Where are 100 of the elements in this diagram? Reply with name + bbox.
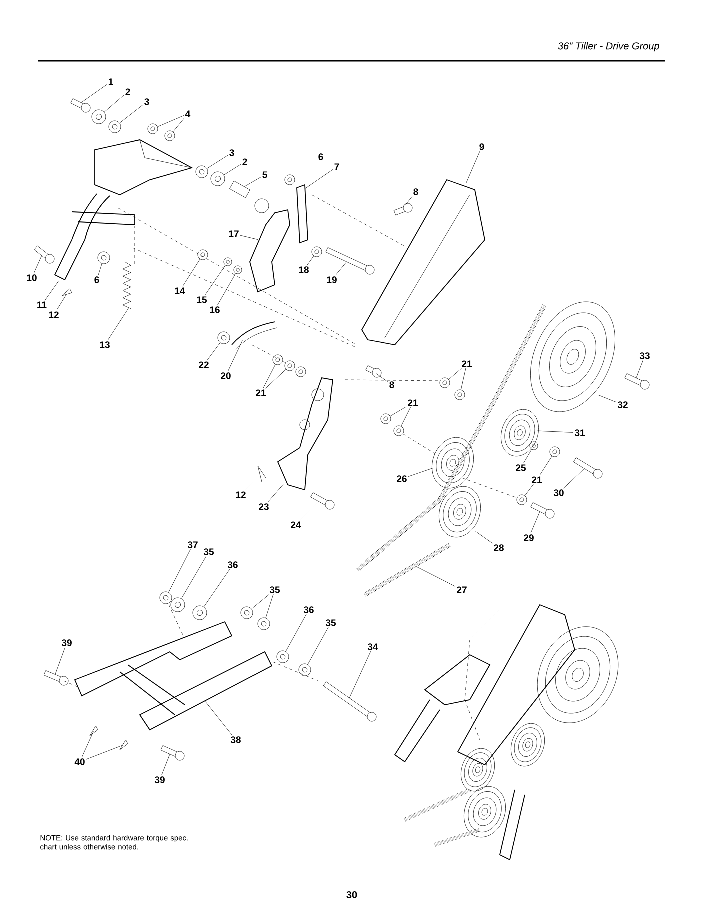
callout-number: 39 xyxy=(62,640,72,646)
washer xyxy=(196,166,208,178)
bolt xyxy=(366,366,382,378)
callout-number: 28 xyxy=(494,544,504,552)
washer xyxy=(380,414,392,424)
callout-number: 39 xyxy=(154,776,165,784)
callout-number: 7 xyxy=(334,164,340,170)
leader-line xyxy=(636,360,644,378)
leader-line xyxy=(207,155,228,169)
callout-number: 8 xyxy=(390,382,394,388)
bolt xyxy=(230,180,250,198)
assembly-line xyxy=(462,478,518,498)
callout-number: 3 xyxy=(230,150,234,156)
callout-number: 2 xyxy=(242,158,248,166)
callout-number: 30 xyxy=(554,490,564,496)
washer xyxy=(298,664,312,676)
callout-number: 14 xyxy=(175,288,186,294)
washer xyxy=(516,494,528,506)
callout-number: 1 xyxy=(108,78,114,86)
callout-number: 38 xyxy=(230,736,241,744)
leader-line xyxy=(244,177,262,187)
leader-line xyxy=(44,282,59,301)
pulley xyxy=(432,437,474,489)
bolt xyxy=(326,248,375,275)
callout-number: 16 xyxy=(210,306,220,314)
bolt xyxy=(160,746,185,761)
bolt xyxy=(70,98,91,113)
callout-number: 11 xyxy=(38,302,47,308)
leader-line xyxy=(460,368,466,390)
callout-number: 35 xyxy=(326,620,336,626)
callout-number: 3 xyxy=(144,98,150,106)
washer xyxy=(284,360,296,372)
callout-number: 31 xyxy=(574,430,585,436)
callout-number: 26 xyxy=(397,476,407,482)
leader-line xyxy=(82,732,94,758)
leader-line xyxy=(349,651,372,698)
callout-number: 35 xyxy=(270,586,280,594)
bolt xyxy=(44,670,69,686)
assembly-line xyxy=(64,680,80,688)
callout-number: 23 xyxy=(259,504,269,510)
assembly-line xyxy=(402,434,438,456)
leader-line xyxy=(416,566,456,587)
leader-line xyxy=(204,265,226,296)
washer xyxy=(164,130,176,142)
washer xyxy=(530,442,538,450)
leader-line xyxy=(404,196,413,207)
callout-number: 10 xyxy=(27,274,37,282)
leader-line xyxy=(266,369,286,389)
washer xyxy=(272,354,284,366)
cotter-pin xyxy=(62,288,72,296)
leader-line xyxy=(476,531,493,544)
washer xyxy=(440,378,450,388)
washer xyxy=(234,266,242,274)
leader-line xyxy=(390,406,407,417)
cotter-pin xyxy=(258,466,266,482)
leader-line xyxy=(217,273,236,306)
callout-number: 9 xyxy=(480,144,484,150)
leader-line xyxy=(98,264,102,276)
leader-line xyxy=(540,456,552,476)
leader-line xyxy=(524,484,534,496)
callout-number: 6 xyxy=(94,276,100,284)
bracket xyxy=(250,198,290,293)
callout-number: 21 xyxy=(408,400,418,406)
callout-number: 21 xyxy=(532,476,542,484)
leader-line xyxy=(205,702,233,736)
callout-number: 6 xyxy=(318,154,324,160)
leader-line xyxy=(286,614,307,652)
callout-number: 21 xyxy=(462,360,472,368)
callout-number: 27 xyxy=(457,586,467,594)
leader-line xyxy=(598,395,617,403)
pulley xyxy=(530,302,616,412)
callout-number: 19 xyxy=(327,276,337,284)
spring xyxy=(122,262,132,309)
leader-line xyxy=(207,342,220,361)
leader-line xyxy=(308,627,329,665)
leader-line xyxy=(228,340,243,372)
page-title: 36" Tiller - Drive Group xyxy=(558,42,660,52)
leader-line xyxy=(252,594,270,610)
washer xyxy=(550,446,560,458)
leader-line xyxy=(466,151,480,184)
leader-line xyxy=(376,374,388,382)
callout-number: 4 xyxy=(186,110,191,118)
callout-number: 21 xyxy=(256,390,266,396)
cotter-pin xyxy=(120,740,128,750)
leader-line xyxy=(182,259,200,287)
washer xyxy=(224,258,232,266)
washer xyxy=(394,426,404,436)
callout-number: 2 xyxy=(126,88,130,96)
callout-number: 20 xyxy=(221,372,231,380)
leader-line xyxy=(538,430,574,433)
washer xyxy=(312,246,322,258)
callout-number: 5 xyxy=(262,172,268,178)
leader-line xyxy=(162,754,170,776)
washer xyxy=(170,598,186,612)
leader-line xyxy=(408,468,434,477)
callout-number: 25 xyxy=(516,464,526,472)
leader-line xyxy=(224,164,242,176)
leader-line xyxy=(300,502,320,521)
callout-number: 13 xyxy=(100,342,110,348)
washer xyxy=(240,606,254,620)
